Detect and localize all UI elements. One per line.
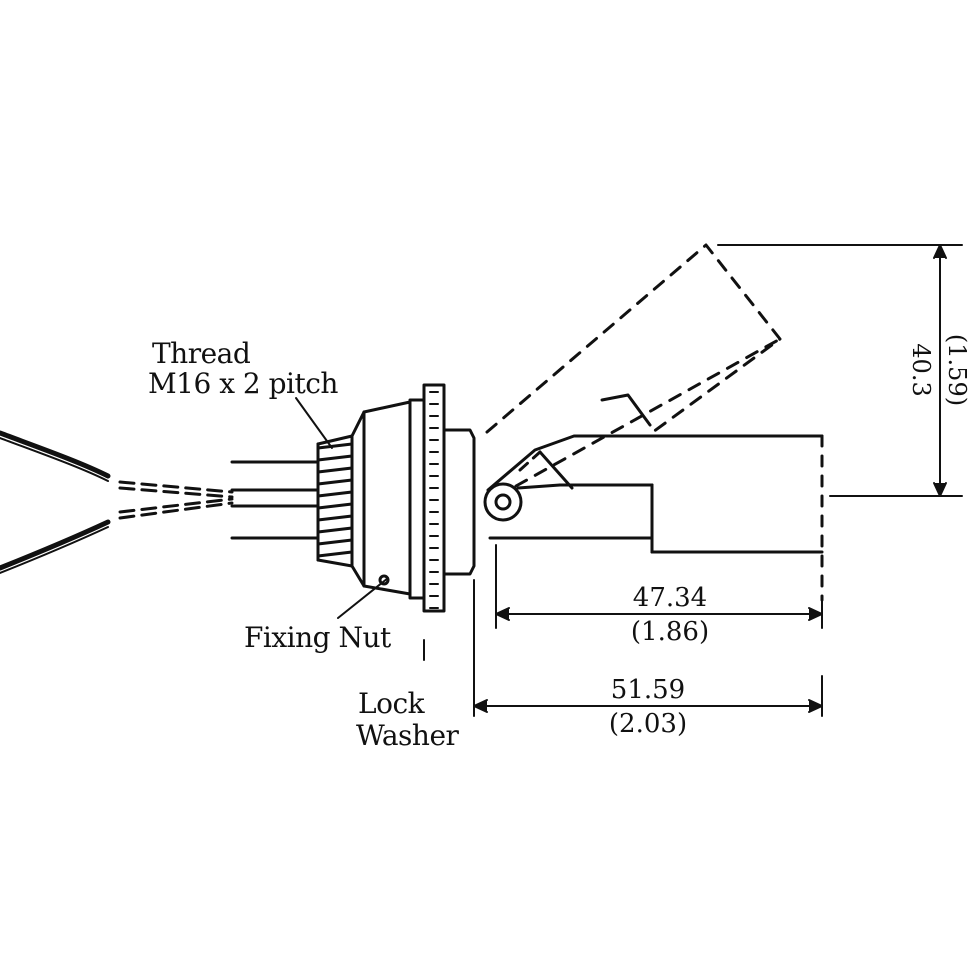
leader-lines [295, 397, 425, 661]
height-mm: 40.3 [907, 343, 935, 397]
lock-label: Lock [358, 687, 425, 720]
thread-section [316, 434, 354, 568]
washer-label: Washer [356, 719, 459, 752]
length-short-mm: 47.34 [632, 583, 708, 613]
thread-label: Thread [152, 337, 251, 370]
fixing-nut [350, 400, 412, 596]
thread-pitch-label: M16 x 2 pitch [148, 367, 338, 400]
length-short-in: (1.86) [630, 617, 710, 647]
length-long-mm: 51.59 [610, 675, 686, 705]
lock-washer [408, 383, 476, 613]
dimension-lines [473, 244, 963, 717]
height-in: (1.59) [943, 333, 971, 407]
lead-wires [0, 430, 320, 574]
length-long-in: (2.03) [608, 709, 688, 739]
fixing-nut-label: Fixing Nut [244, 621, 391, 654]
float-arm [483, 243, 824, 602]
